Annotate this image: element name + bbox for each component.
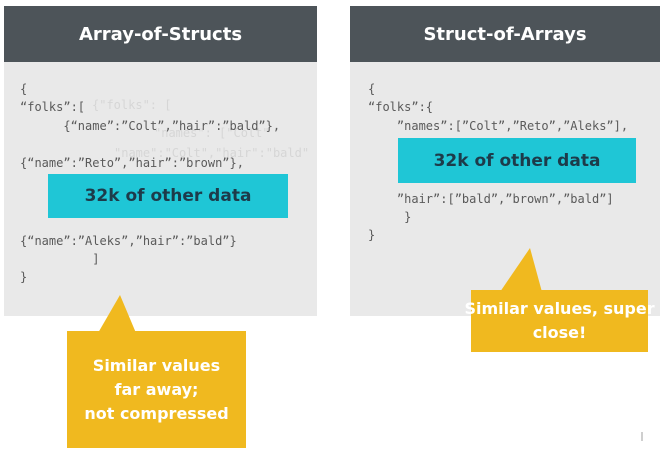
ghost-text: "name":"Colt","hair":"bald" [114,146,310,160]
json-line: } [368,210,412,224]
json-line: ] [20,252,100,266]
json-line: {“name”:”Colt”,”hair”:”bald”}, [20,119,281,133]
other-data-box: 32k of other data [398,138,636,183]
json-line: { [20,82,28,96]
json-line: } [368,228,376,242]
json-line: {“name”:”Reto”,”hair”:”brown”}, [20,156,244,170]
json-line: { [368,82,376,96]
json-line: “folks”:[ [20,100,86,114]
far-away-callout: Similar values far away; not compressed [67,331,246,448]
other-data-box: 32k of other data [48,174,288,218]
json-line: ”hair”:[”bald”,”brown”,”bald”] [368,192,614,206]
array-of-structs-panel: Array-of-Structs {"folks": [ "names": ["… [4,6,317,316]
struct-of-arrays-title: Struct-of-Arrays [350,6,660,62]
super-close-callout: Similar values, super close! [464,290,655,352]
json-line: } [20,270,28,284]
divider-mark [641,432,643,441]
json-line: ”names”:[”Colt”,”Reto”,”Aleks”], [368,119,629,133]
json-line: “folks”:{ [368,100,434,114]
json-line: {“name”:”Aleks”,”hair”:”bald”} [20,234,237,248]
struct-of-arrays-panel: Struct-of-Arrays { “folks”:{ ”names”:[”C… [350,6,660,316]
ghost-text: {"folks": [ [92,98,172,112]
ghost-text: "names": ["Colt" [154,126,270,140]
array-of-structs-title: Array-of-Structs [4,6,317,62]
